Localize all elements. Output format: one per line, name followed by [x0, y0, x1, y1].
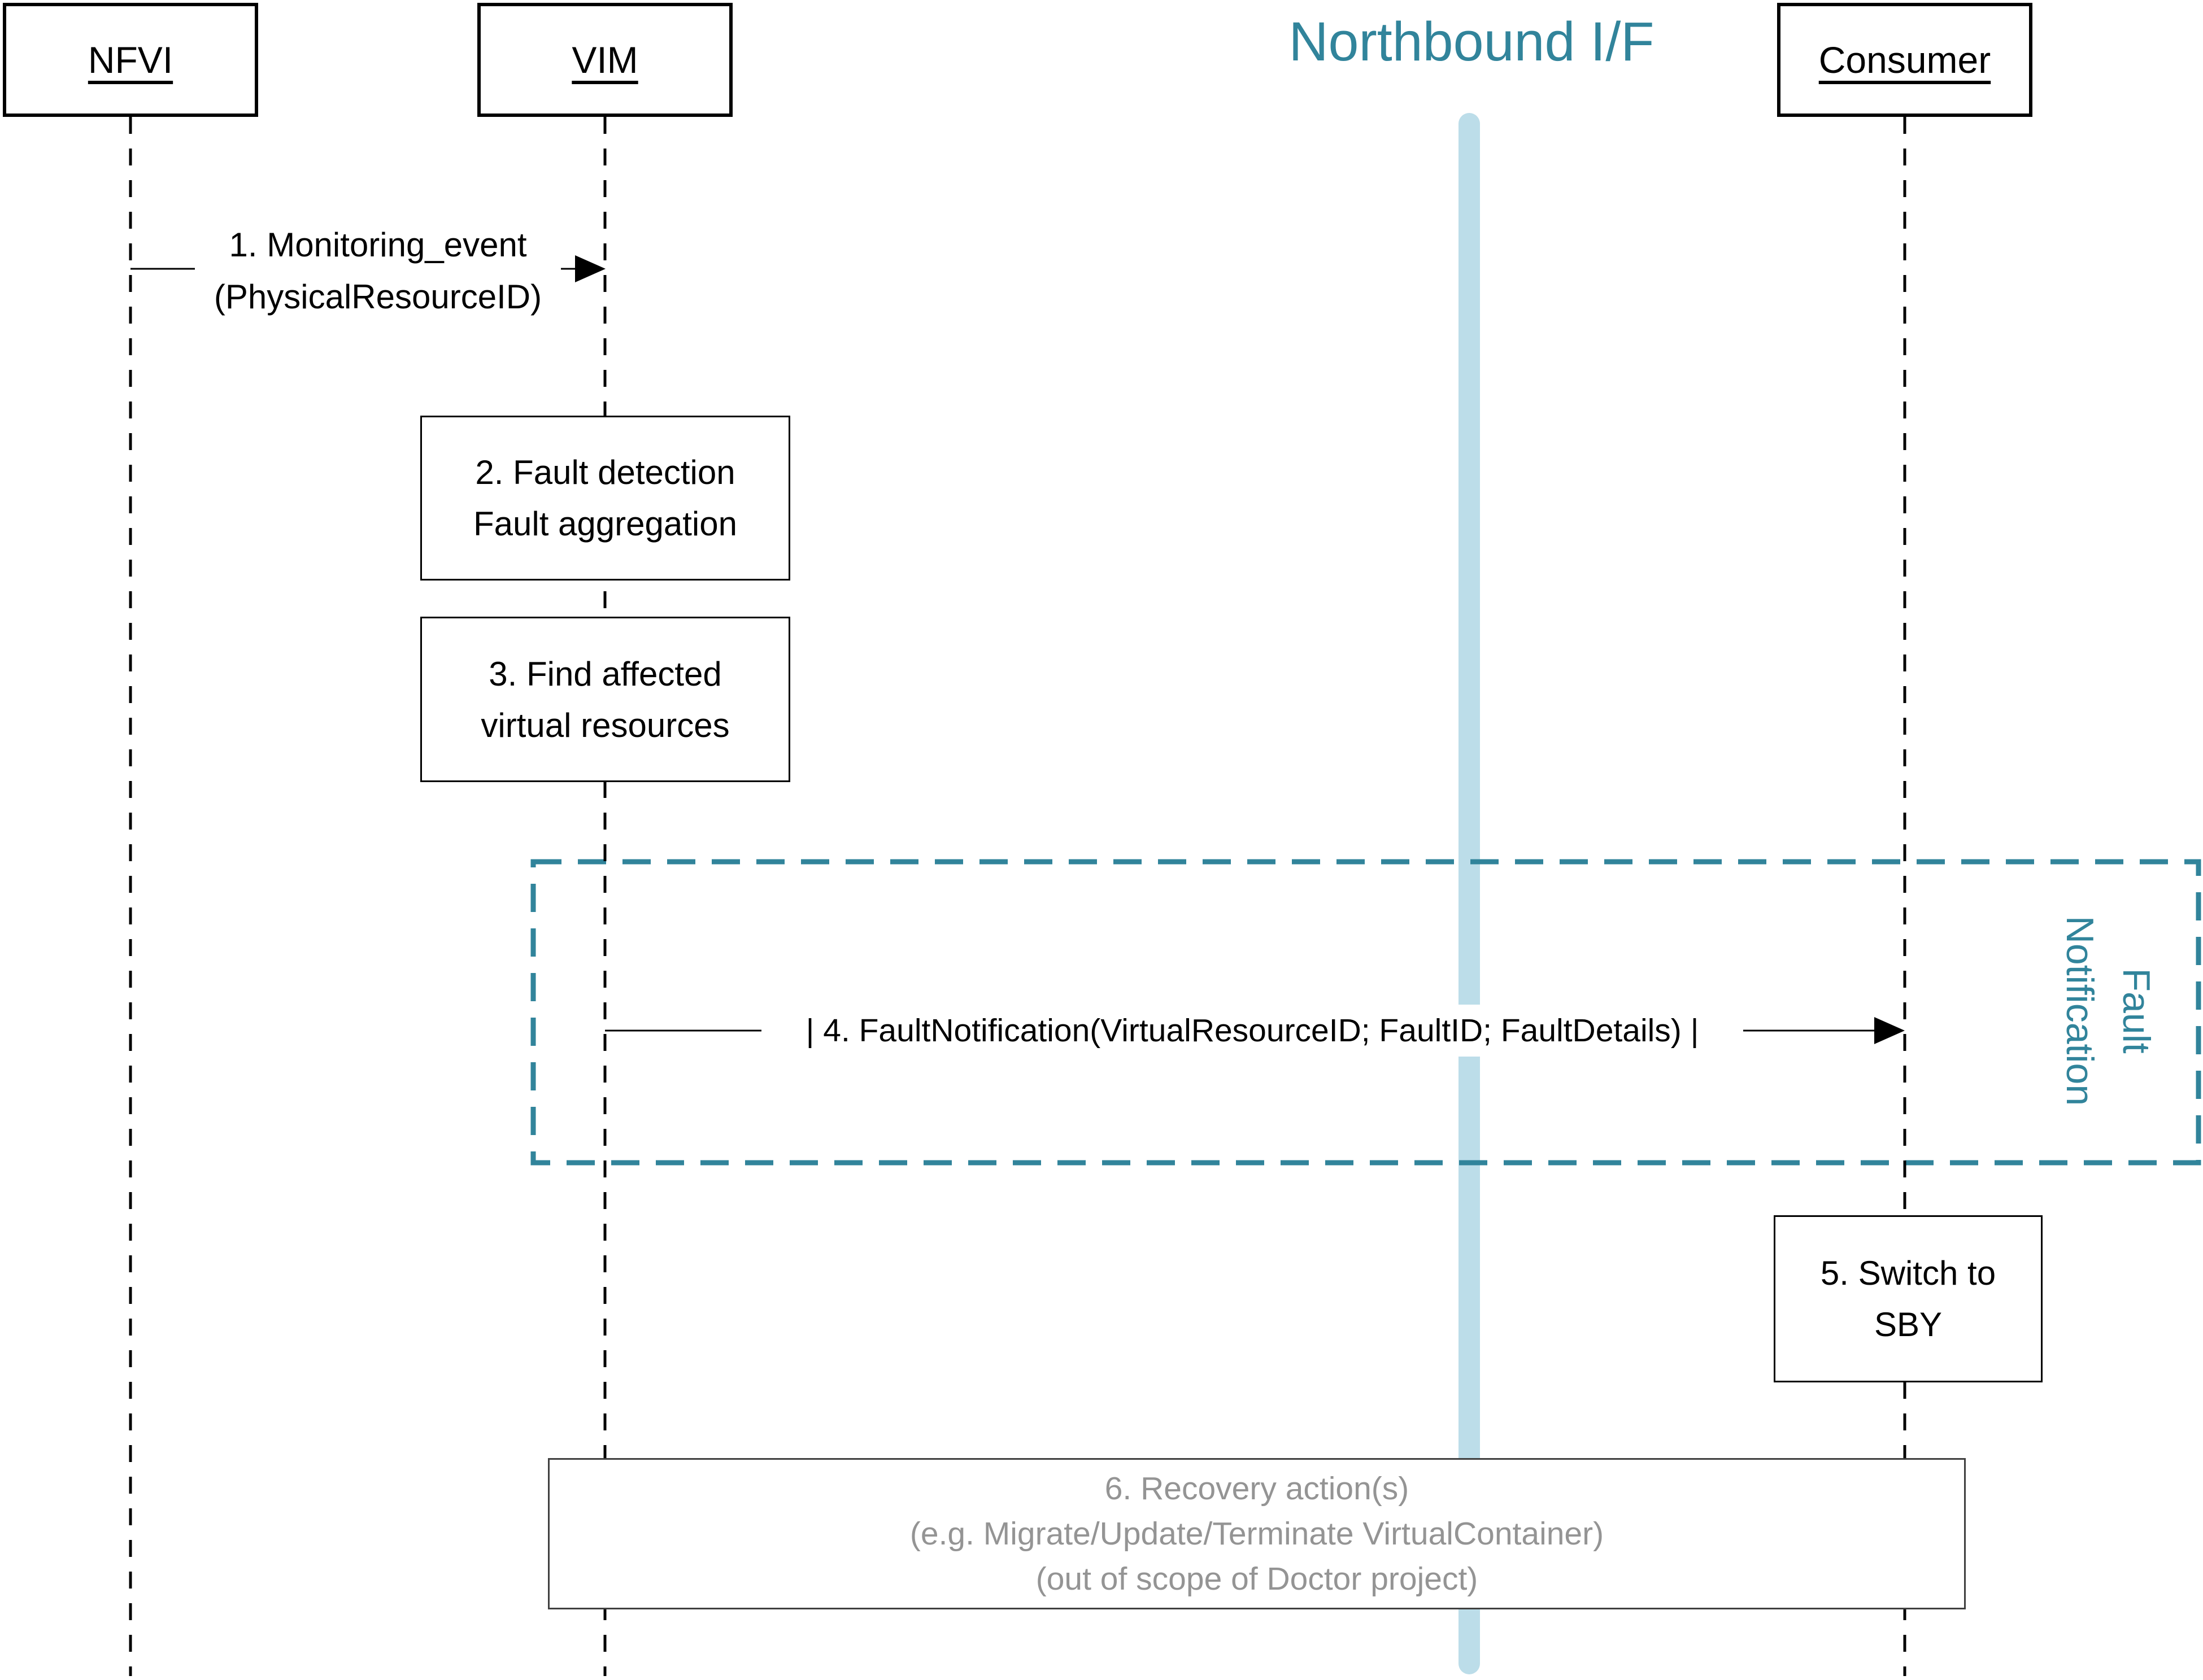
activity2-line1: 2. Fault detection [475, 453, 735, 491]
group-label-line1: Fault [2115, 968, 2158, 1054]
activity6-line1: 6. Recovery action(s) [1104, 1470, 1409, 1507]
activity3-line2: virtual resources [481, 706, 730, 744]
activity-box-recovery-actions: 6. Recovery action(s) (e.g. Migrate/Upda… [548, 1458, 1966, 1609]
activity6-line3: (out of scope of Doctor project) [1035, 1561, 1478, 1597]
message1-label-line2: (PhysicalResourceID) [214, 278, 542, 316]
activity3-line1: 3. Find affected [489, 654, 722, 693]
activity6-line2: (e.g. Migrate/Update/Terminate VirtualCo… [909, 1516, 1604, 1552]
actor-label-consumer: Consumer [1818, 39, 1991, 81]
message1-label-line1: 1. Monitoring_event [229, 226, 527, 264]
activity5-line2: SBY [1874, 1306, 1943, 1343]
activity5-line1: 5. Switch to [1820, 1254, 1996, 1292]
group-label-line2: Notification [2058, 915, 2101, 1106]
actor-box-nfvi: NFVI [3, 3, 258, 117]
activity-box-find-affected: 3. Find affected virtual resources [420, 617, 790, 782]
activity-box-fault-detection: 2. Fault detection Fault aggregation [420, 416, 790, 581]
activity-box-switch-to-sby: 5. Switch to SBY [1774, 1215, 2043, 1382]
actor-box-vim: VIM [477, 3, 733, 117]
message1-arrowhead-icon [575, 255, 606, 282]
message4-label: | 4. FaultNotification(VirtualResourceID… [761, 1005, 1743, 1057]
activity2-line2: Fault aggregation [473, 505, 737, 543]
actor-label-nfvi: NFVI [88, 39, 173, 81]
message1-label: 1. Monitoring_event (PhysicalResourceID) [195, 219, 561, 323]
northbound-interface-title: Northbound I/F [1288, 11, 1655, 72]
actor-label-vim: VIM [572, 39, 638, 81]
fault-notification-group-label: Fault Notification [2052, 813, 2165, 1208]
actor-box-consumer: Consumer [1777, 3, 2032, 117]
message4-arrowhead-icon [1874, 1017, 1905, 1044]
